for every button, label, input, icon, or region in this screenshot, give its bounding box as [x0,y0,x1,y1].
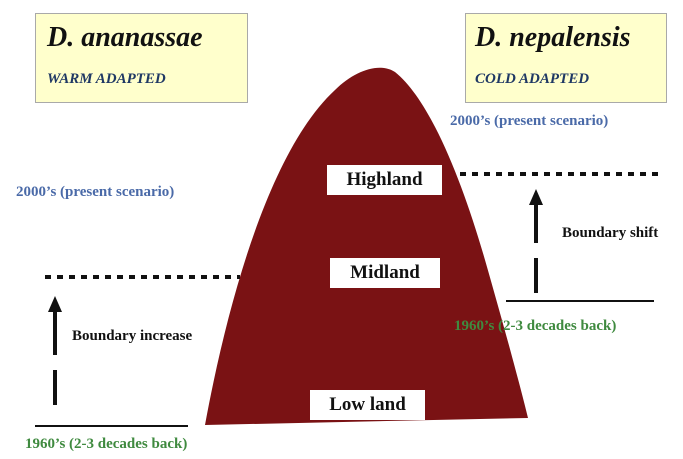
left-species-name: D. ananassae [47,22,203,53]
right-arrow-label: Boundary shift [562,225,659,241]
zone-label-highland: Highland [327,165,442,195]
zone-label-midland: Midland [330,258,440,288]
left-past-label: 1960’s (2-3 decades back) [25,436,188,452]
mountain-shape [205,67,528,425]
right-present-label: 2000’s (present scenario) [450,113,609,129]
left-arrow-head [48,296,62,312]
left-adaptation-label: WARM ADAPTED [47,71,166,87]
left-present-label: 2000’s (present scenario) [16,184,175,200]
right-species-box: D. nepalensis COLD ADAPTED [465,13,667,103]
zone-label-lowland: Low land [310,390,425,420]
right-species-name: D. nepalensis [475,22,631,53]
left-species-box: D. ananassae WARM ADAPTED [35,13,248,103]
right-past-label: 1960’s (2-3 decades back) [454,318,617,334]
right-arrow-head [529,189,543,205]
left-arrow-label: Boundary increase [72,328,193,344]
right-adaptation-label: COLD ADAPTED [475,71,590,87]
